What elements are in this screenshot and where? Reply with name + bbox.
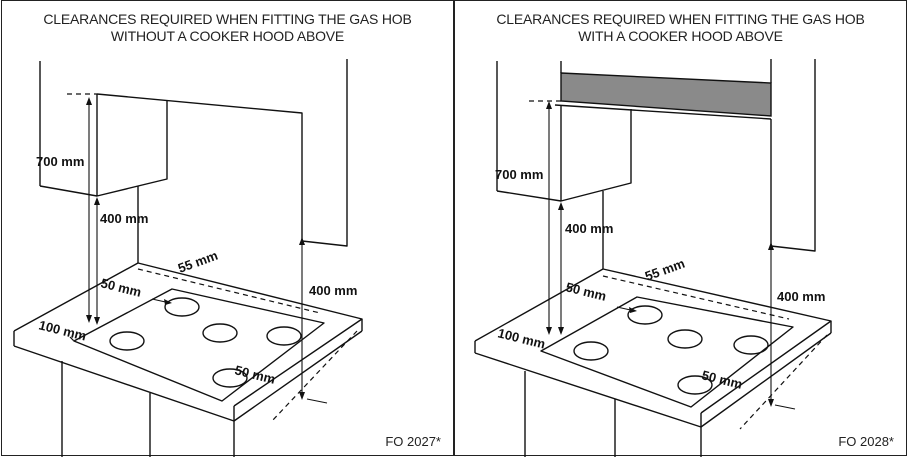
label-700mm: 700 mm: [36, 154, 84, 169]
hob-outline: [540, 296, 794, 408]
clearance-line: [137, 268, 321, 314]
label-400mm-upper: 400 mm: [100, 211, 148, 226]
label-50mm-front: 50 mm: [233, 362, 277, 387]
burner: [733, 335, 769, 355]
upper-cabinet-side: [560, 105, 632, 202]
burner: [677, 375, 713, 395]
label-50mm-back: 50 mm: [99, 275, 143, 300]
label-400mm-side: 400 mm: [777, 289, 825, 304]
worktop-front: [13, 330, 363, 422]
label-50mm-back: 50 mm: [564, 279, 608, 304]
burner: [667, 329, 703, 349]
right-wall: [301, 59, 348, 247]
label-400mm-side: 400 mm: [309, 283, 357, 298]
worktop: [474, 268, 832, 414]
right-wall: [770, 59, 816, 252]
burner: [202, 323, 238, 343]
label-700mm: 700 mm: [495, 167, 543, 182]
upper-cabinet: [96, 93, 303, 241]
hob-outline: [73, 288, 325, 402]
figure-code: FO 2028*: [838, 434, 894, 449]
panel-title: CLEARANCES REQUIRED WHEN FITTING THE GAS…: [455, 11, 906, 45]
clearance-line: [69, 336, 75, 342]
wall-edge: [496, 190, 562, 202]
label-100mm: 100 mm: [496, 325, 547, 351]
panel-with-hood: CLEARANCES REQUIRED WHEN FITTING THE GAS…: [454, 0, 907, 457]
clearance-line: [739, 334, 828, 430]
clearance-line: [602, 275, 790, 320]
burner: [266, 326, 302, 346]
burner: [212, 368, 248, 388]
title-line-1: CLEARANCES REQUIRED WHEN FITTING THE GAS…: [43, 11, 412, 27]
cooker-hood: [560, 72, 772, 117]
hob-clearance-drawing: 700 mm 400 mm 400 mm 55 mm 50 mm 100 mm …: [474, 59, 832, 457]
title-line-2: WITH A COOKER HOOD ABOVE: [578, 28, 783, 44]
wall-edge: [39, 185, 98, 197]
clearance-line: [271, 330, 358, 422]
dim-arrow-50-front: [306, 398, 328, 404]
figure-code: FO 2027*: [385, 434, 441, 449]
dim-arrow-50-front: [774, 404, 796, 410]
worktop: [13, 262, 363, 407]
label-55mm: 55 mm: [643, 256, 687, 284]
label-100mm: 100 mm: [37, 317, 88, 343]
hood-underside: [554, 104, 772, 120]
label-400mm-upper: 400 mm: [565, 221, 613, 236]
hob-clearance-drawing: 700 mm 400 mm 400 mm 55 mm 50 mm 100 mm …: [13, 59, 363, 457]
burner: [627, 305, 663, 325]
burner: [573, 341, 609, 361]
title-line-2: WITHOUT A COOKER HOOD ABOVE: [110, 28, 345, 44]
panel-title: CLEARANCES REQUIRED WHEN FITTING THE GAS…: [2, 11, 453, 45]
title-line-1: CLEARANCES REQUIRED WHEN FITTING THE GAS…: [496, 11, 865, 27]
label-55mm: 55 mm: [176, 248, 220, 276]
burner: [164, 297, 200, 317]
upper-cabinet-side: [96, 94, 168, 197]
panel-without-hood: CLEARANCES REQUIRED WHEN FITTING THE GAS…: [1, 0, 454, 457]
burner: [109, 331, 145, 351]
